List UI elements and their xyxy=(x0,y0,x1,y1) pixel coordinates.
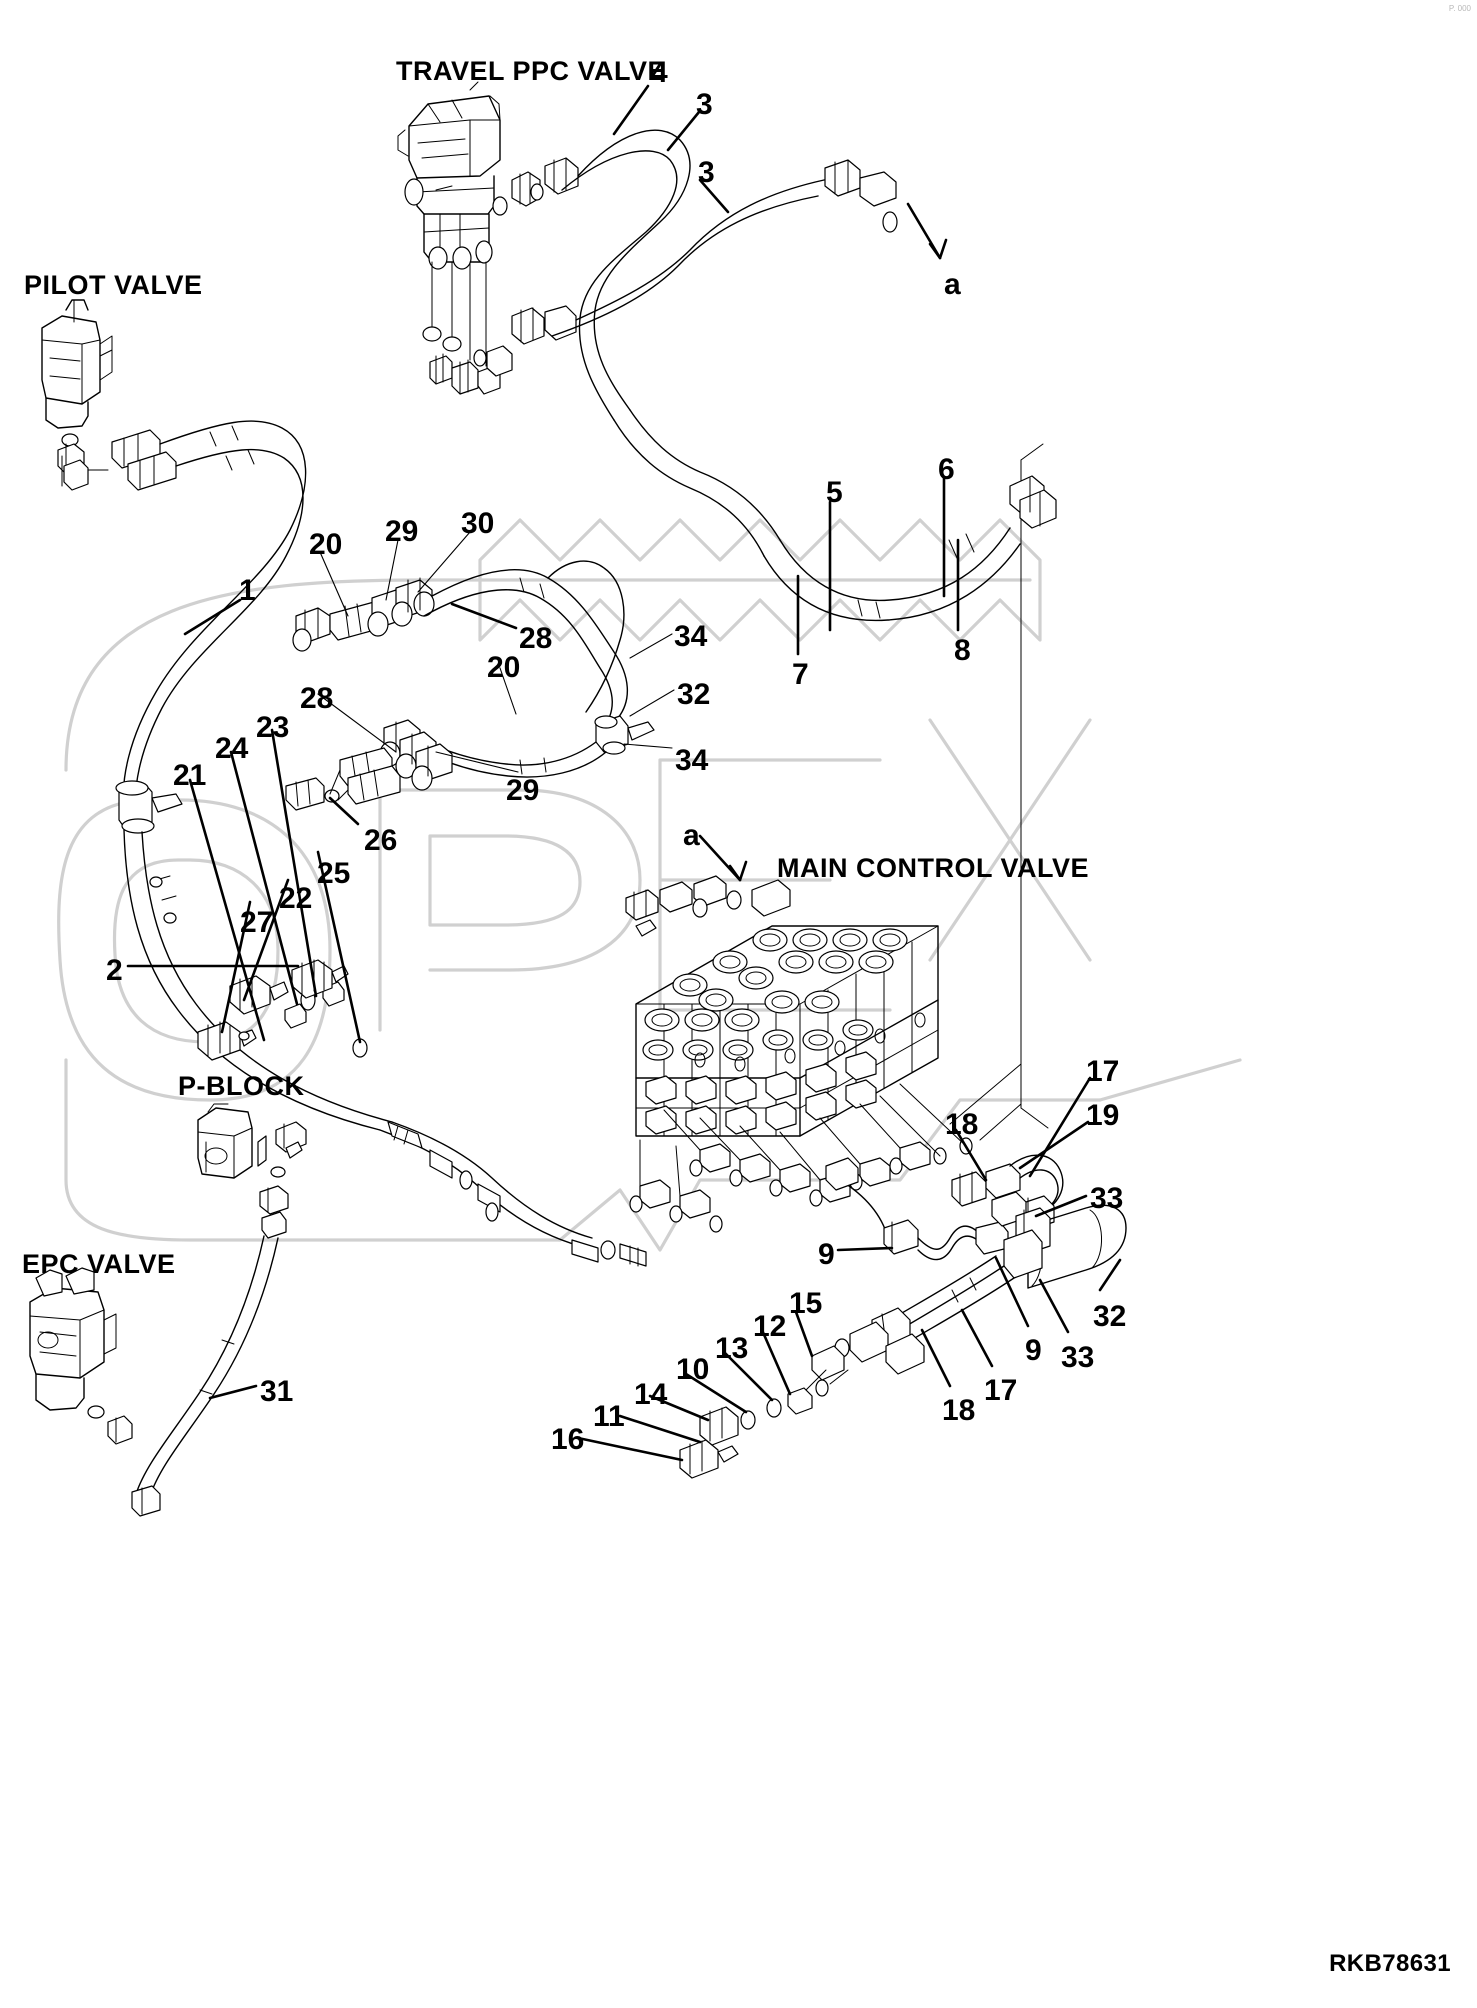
callout-c33a: 33 xyxy=(1090,1182,1124,1215)
callout-c5: 5 xyxy=(826,476,843,509)
leader-lines xyxy=(126,84,1122,1462)
callout-c20a: 20 xyxy=(309,528,343,561)
upper-fitting-cluster xyxy=(292,560,655,778)
callout-c9b: 9 xyxy=(1025,1334,1042,1367)
callout-c6: 6 xyxy=(938,453,955,486)
callout-c15: 15 xyxy=(789,1287,823,1320)
callout-c7: 7 xyxy=(792,658,809,691)
hose-2 xyxy=(379,1121,647,1267)
callout-c10: 10 xyxy=(676,1353,710,1386)
callout-c13: 13 xyxy=(715,1332,749,1365)
callout-c8: 8 xyxy=(954,634,971,667)
callout-c9a: 9 xyxy=(818,1238,835,1271)
callout-c17a: 17 xyxy=(1086,1055,1120,1088)
callout-c28b: 28 xyxy=(300,682,334,715)
callout-c16: 16 xyxy=(551,1423,585,1456)
callout-c34b: 34 xyxy=(675,744,709,777)
callout-c29b: 29 xyxy=(506,774,540,807)
callout-c28a: 28 xyxy=(519,622,553,655)
callout-c22: 22 xyxy=(279,882,313,915)
callout-c21: 21 xyxy=(173,759,207,792)
travel-ppc-loose-parts xyxy=(422,261,501,395)
section-title-pilot-valve: PILOT VALVE xyxy=(24,270,203,300)
callout-c18b: 18 xyxy=(942,1394,976,1427)
travel-ppc-fittings xyxy=(473,157,898,377)
callout-c24: 24 xyxy=(215,732,249,765)
callout-c14: 14 xyxy=(634,1378,668,1411)
callout-c11: 11 xyxy=(593,1400,625,1433)
lower-fitting-cluster xyxy=(285,719,453,811)
callout-c29a: 29 xyxy=(385,515,419,548)
drawing-part-number: RKB78631 xyxy=(1329,1950,1451,1977)
reference-frame-lines xyxy=(1020,443,1049,1129)
hose-9-junction xyxy=(805,1154,1127,1391)
callout-c3b: 3 xyxy=(698,156,715,189)
corner-mark: P. 000 xyxy=(1448,4,1471,13)
pilot-valve-hoses xyxy=(111,420,393,1131)
watermark-opex xyxy=(57,518,1242,1252)
epc-valve-body xyxy=(29,1267,133,1445)
callout-c31: 31 xyxy=(260,1375,294,1408)
callout-c19: 19 xyxy=(1086,1099,1120,1132)
mcv-exploded-fittings xyxy=(625,875,1022,1233)
callout-c2: 2 xyxy=(106,954,123,987)
callout-c18a: 18 xyxy=(945,1108,979,1141)
callout-c26: 26 xyxy=(364,824,398,857)
section-title-p-block: P-BLOCK xyxy=(178,1071,305,1101)
section-title-epc-valve: EPC VALVE xyxy=(22,1249,176,1279)
section-title-travel-ppc-valve: TRAVEL PPC VALVE xyxy=(396,56,667,86)
callout-c12: 12 xyxy=(753,1310,787,1343)
callout-ca2: a xyxy=(683,819,700,852)
travel-ppc-valve-body xyxy=(397,81,501,270)
callout-c32a: 32 xyxy=(677,678,711,711)
travel-ppc-hoses xyxy=(551,129,1057,622)
main-control-valve-body xyxy=(635,925,939,1137)
callout-c3a: 3 xyxy=(696,88,713,121)
callout-c20b: 20 xyxy=(487,651,521,684)
callout-c25: 25 xyxy=(317,857,351,890)
bottom-exploded-fittings xyxy=(679,1369,849,1479)
callout-c23: 23 xyxy=(256,711,290,744)
callout-ca1: a xyxy=(944,268,961,301)
callout-c1: 1 xyxy=(239,574,256,607)
callout-c33b: 33 xyxy=(1061,1341,1095,1374)
pilot-valve-body xyxy=(41,299,113,491)
loose-parts-21-27 xyxy=(197,959,368,1061)
callout-c4: 4 xyxy=(651,56,668,89)
callout-c34a: 34 xyxy=(674,620,708,653)
callout-c27: 27 xyxy=(240,906,274,939)
callout-c30: 30 xyxy=(461,507,495,540)
callout-c32b: 32 xyxy=(1093,1300,1127,1333)
p-block-body xyxy=(131,1103,307,1517)
callout-c17b: 17 xyxy=(984,1374,1018,1407)
section-title-main-control-valve: MAIN CONTROL VALVE xyxy=(777,853,1089,883)
